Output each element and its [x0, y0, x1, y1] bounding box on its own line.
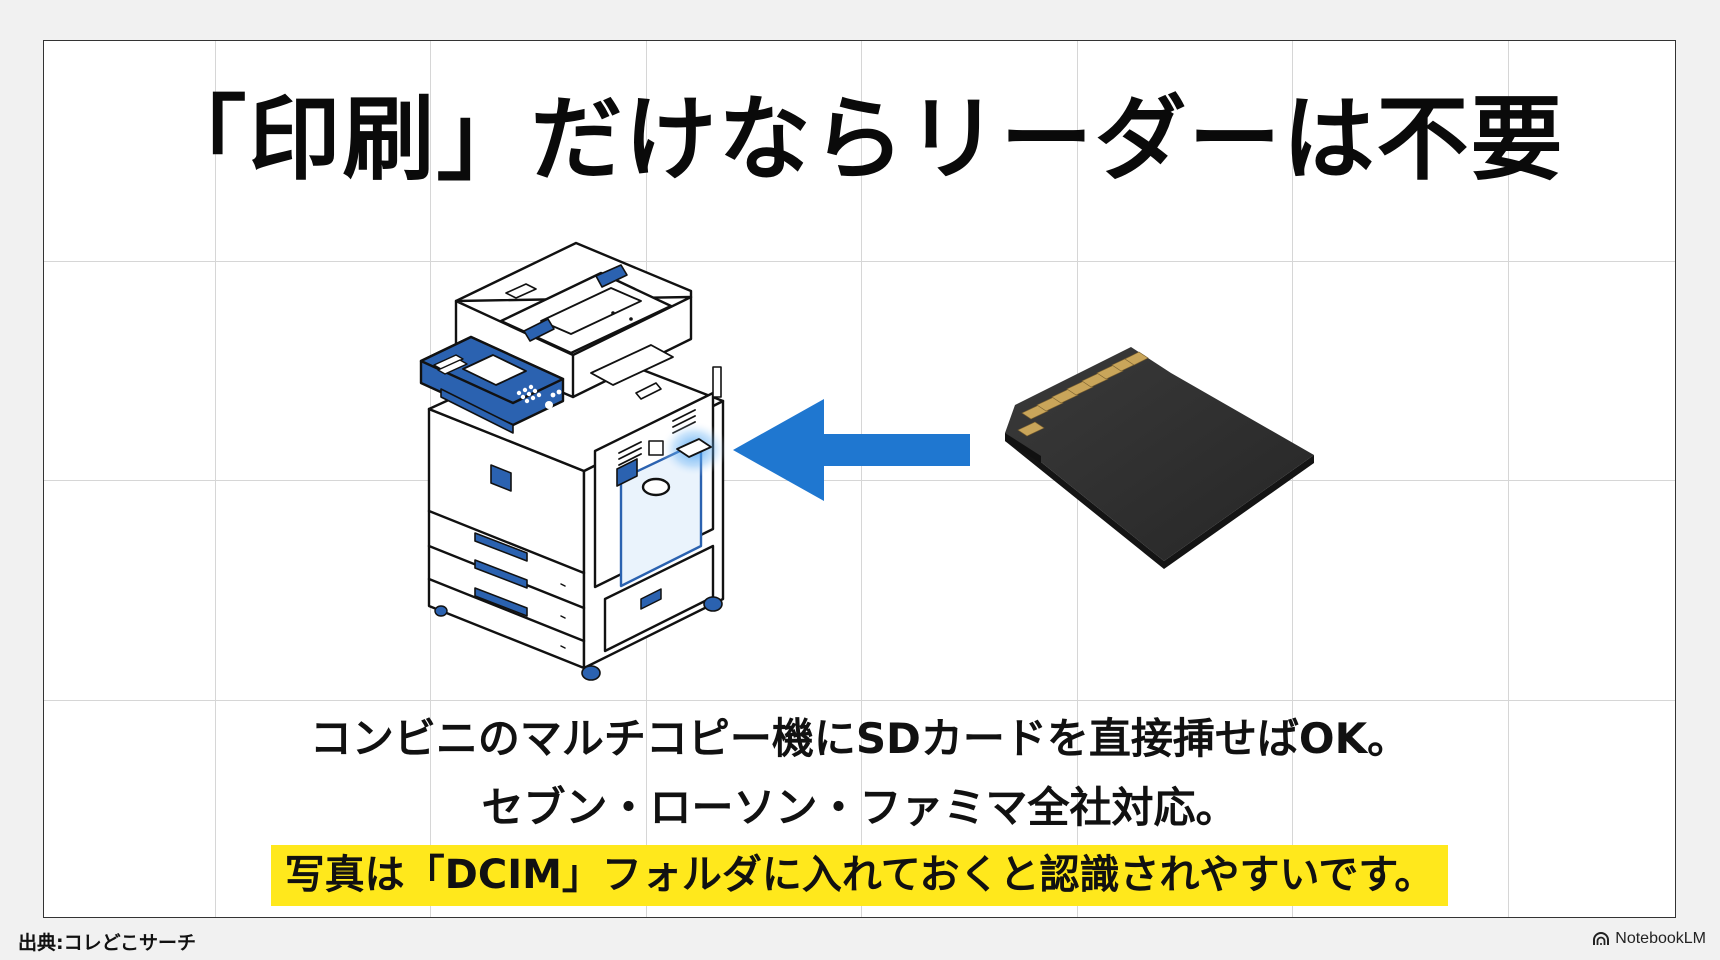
grid-line — [44, 261, 1675, 262]
body-text-line-1: コンビニのマルチコピー機にSDカードを直接挿せばOK。 — [309, 714, 1410, 763]
notebooklm-logo-icon — [1593, 932, 1610, 945]
sd-card-icon — [1005, 347, 1314, 569]
slide-title: 「印刷」だけならリーダーは不要 — [154, 86, 1565, 193]
source-caption: 出典:コレどこサーチ — [18, 932, 197, 954]
brand-name: NotebookLM — [1615, 930, 1706, 947]
highlight-tip-text: 写真は「DCIM」フォルダに入れておくと認識されやすいです。 — [270, 845, 1449, 906]
arrow-left-icon — [733, 399, 970, 501]
grid-line — [44, 700, 1675, 701]
copier-icon — [419, 241, 728, 681]
body-text-line-2: セブン・ローソン・ファミマ全社対応。 — [481, 783, 1238, 832]
grid-line — [861, 41, 862, 917]
highlight-container: 写真は「DCIM」フォルダに入れておくと認識されやすいです。 — [44, 845, 1675, 906]
brand-watermark: NotebookLM — [1593, 930, 1706, 948]
illustration — [419, 241, 1314, 681]
grid-line — [215, 41, 216, 917]
grid-line — [1508, 41, 1509, 917]
grid-line — [1292, 41, 1293, 917]
slide-canvas: 「印刷」だけならリーダーは不要 — [43, 40, 1676, 918]
grid-line — [44, 480, 1675, 481]
